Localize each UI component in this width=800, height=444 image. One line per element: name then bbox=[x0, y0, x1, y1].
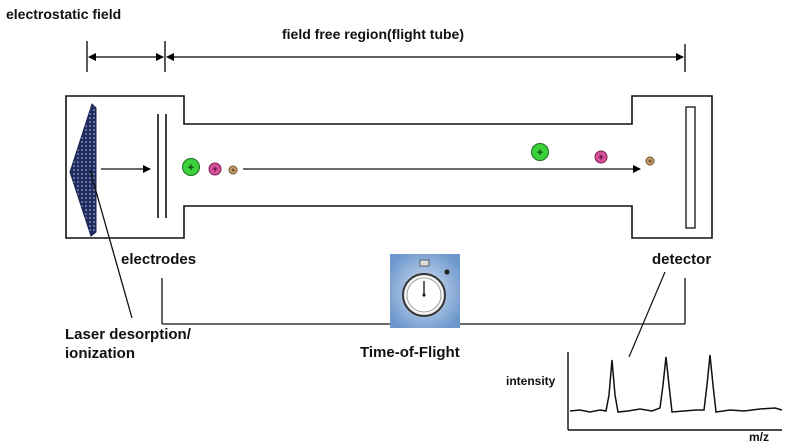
laser-desorption-label-line1: Laser desorption/ bbox=[65, 326, 192, 343]
ion-small-traveling: + bbox=[645, 156, 655, 166]
field-free-region-dimension bbox=[166, 44, 686, 72]
flight-tube-outline bbox=[65, 95, 713, 239]
ion-large-traveling: + bbox=[531, 143, 549, 161]
sample-plate bbox=[69, 103, 97, 237]
ion-medium-start: + bbox=[208, 162, 222, 176]
electrodes-label: electrodes bbox=[121, 251, 196, 268]
mass-spectrum-inset: intensity m/z bbox=[506, 352, 783, 444]
electrodes bbox=[157, 114, 167, 218]
stopwatch-icon bbox=[390, 254, 460, 328]
electrostatic-field-label: electrostatic field bbox=[6, 6, 121, 22]
svg-text:+: + bbox=[537, 147, 543, 159]
detector-pointer-line bbox=[628, 271, 666, 358]
detector-label: detector bbox=[652, 251, 711, 268]
ion-small-start: + bbox=[228, 165, 238, 175]
laser-desorption-label-line2: ionization bbox=[65, 345, 135, 362]
mz-axis-label: m/z bbox=[749, 430, 769, 444]
intensity-axis-label: intensity bbox=[506, 374, 556, 388]
svg-text:+: + bbox=[188, 162, 194, 174]
svg-text:+: + bbox=[212, 164, 217, 174]
svg-text:+: + bbox=[598, 152, 603, 162]
laser-pointer-line bbox=[89, 169, 133, 319]
electrostatic-field-dimension bbox=[86, 41, 166, 72]
ion-medium-traveling: + bbox=[594, 150, 608, 164]
detector-plate bbox=[685, 106, 696, 229]
time-of-flight-label: Time-of-Flight bbox=[360, 344, 460, 361]
svg-text:+: + bbox=[648, 159, 652, 166]
spectrum-trace bbox=[569, 354, 783, 413]
field-free-region-label: field free region(flight tube) bbox=[282, 26, 464, 42]
svg-text:+: + bbox=[231, 168, 235, 175]
ion-large-start: + bbox=[182, 158, 200, 176]
